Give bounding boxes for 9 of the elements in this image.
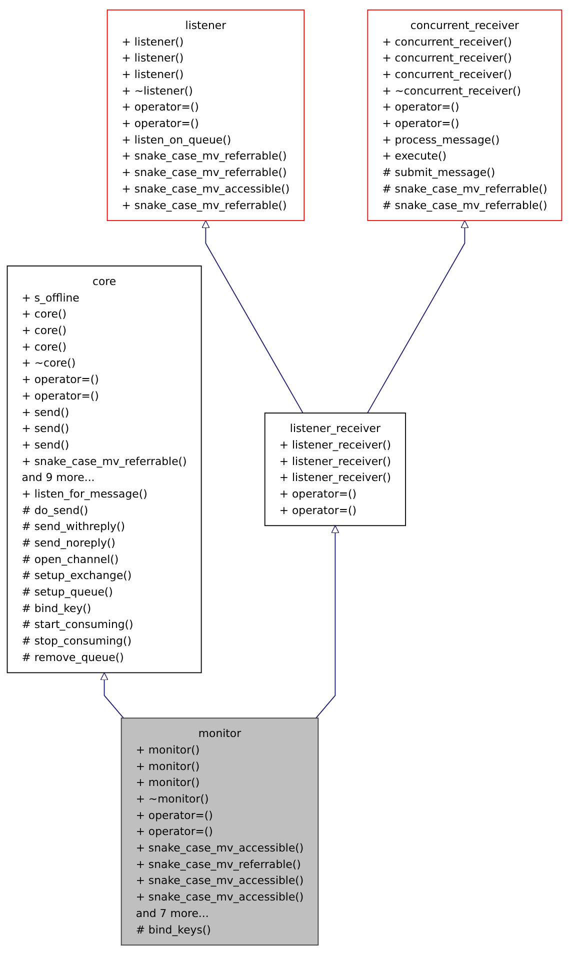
arrow bbox=[202, 220, 304, 414]
node-box: listener_receiver + listener_receiver() + listener_receiver() + listener_receiver() + operator=() + operator=() bbox=[264, 412, 406, 526]
arrow bbox=[367, 220, 469, 414]
node-box: listener + listener() + listener() + listener() + ~listener() + operator=() + operator=() + listen_on_queue() + snake_case_mv_referrable() + snake_case_mv_referrable() + snake_case_mv_accessible() + snake_case_mv_referrable() bbox=[106, 9, 305, 222]
arrow bbox=[316, 525, 340, 719]
node-box: concurrent_receiver + concurrent_receiver() + concurrent_receiver() + concurrent_receiver() + ~concurrent_receiver() + operator=() + operator=() + process_message() + execute() # submit_message() # snake_case_mv_referrable() # snake_case_mv_referrable() bbox=[367, 9, 562, 222]
node-box: monitor + monitor() + monitor() + monitor() + ~monitor() + operator=() + operator=() + snake_case_mv_accessible() + snake_case_mv_referrable() + snake_case_mv_accessible() + snake_case_mv_accessible() and 7 more... # bind_keys() bbox=[120, 718, 319, 946]
node-box: core + s_offline + core() + core() + core() + ~core() + operator=() + operator=() + send() + send() + send() + snake_case_mv_referrable() and 9 more... + listen_for_message() # do_send() # send_withreply() # send_noreply() # open_channel() # setup_exchange() # setup_queue() # bind_key() # start_consuming() # stop_consuming() # remove_queue() bbox=[6, 266, 202, 674]
arrow bbox=[100, 672, 124, 719]
